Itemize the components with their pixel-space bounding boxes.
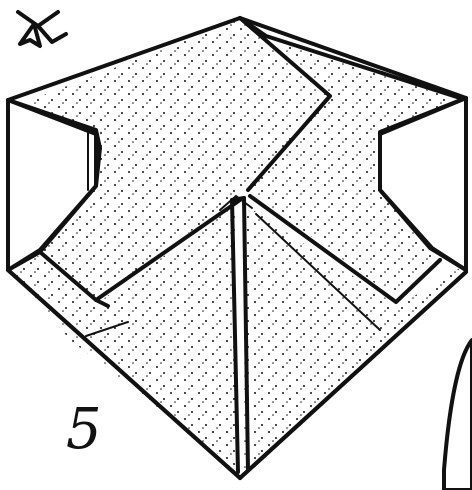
- valley-fold-arrow-icon: [18, 12, 66, 46]
- next-step-fragment: [444, 340, 472, 490]
- step-number: 5: [66, 402, 102, 458]
